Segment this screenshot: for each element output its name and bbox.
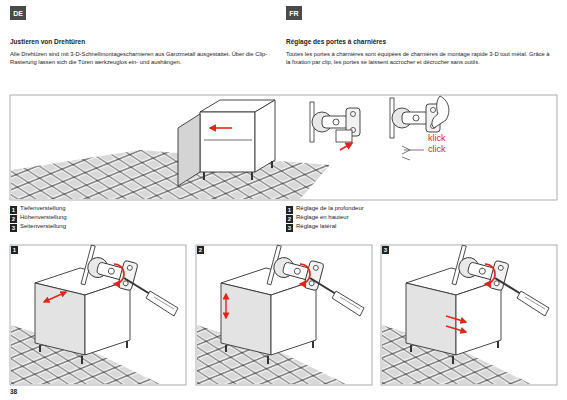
callout-number: 3	[286, 224, 293, 232]
callout-number: 2	[197, 246, 204, 254]
callout-number: 3	[10, 224, 17, 232]
callout-number: 3	[382, 246, 389, 254]
item-label: Réglage de la profondeur	[296, 205, 364, 212]
item-label: Réglage en hauteur	[296, 214, 349, 221]
callout-number: 2	[10, 215, 17, 223]
callout-number: 1	[286, 206, 293, 214]
item-label: Réglage latéral	[296, 223, 336, 230]
language-tab: FR	[286, 6, 302, 20]
tab-label: DE	[13, 10, 23, 17]
callout-number: 2	[286, 215, 293, 223]
callout-number: 1	[10, 206, 17, 214]
page-number: 38	[10, 388, 17, 396]
section-heading: Réglage des portes à charnières	[286, 38, 386, 46]
body-text: Alle Drehtüren sind mit 3-D-Schnellmonta…	[10, 50, 268, 66]
sound-label: klick	[428, 134, 446, 143]
callout-number: 1	[11, 246, 18, 254]
sound-label: click	[428, 145, 446, 154]
tab-label: FR	[289, 10, 298, 17]
item-label: Tiefenverstellung	[20, 205, 65, 212]
body-text: Toutes les portes à charnières sont équi…	[286, 50, 554, 66]
language-tab: DE	[10, 6, 26, 20]
section-heading: Justieren von Drehtüren	[10, 38, 85, 46]
item-label: Höhenverstellung	[20, 214, 67, 221]
item-label: Seitenverstellung	[20, 223, 66, 230]
